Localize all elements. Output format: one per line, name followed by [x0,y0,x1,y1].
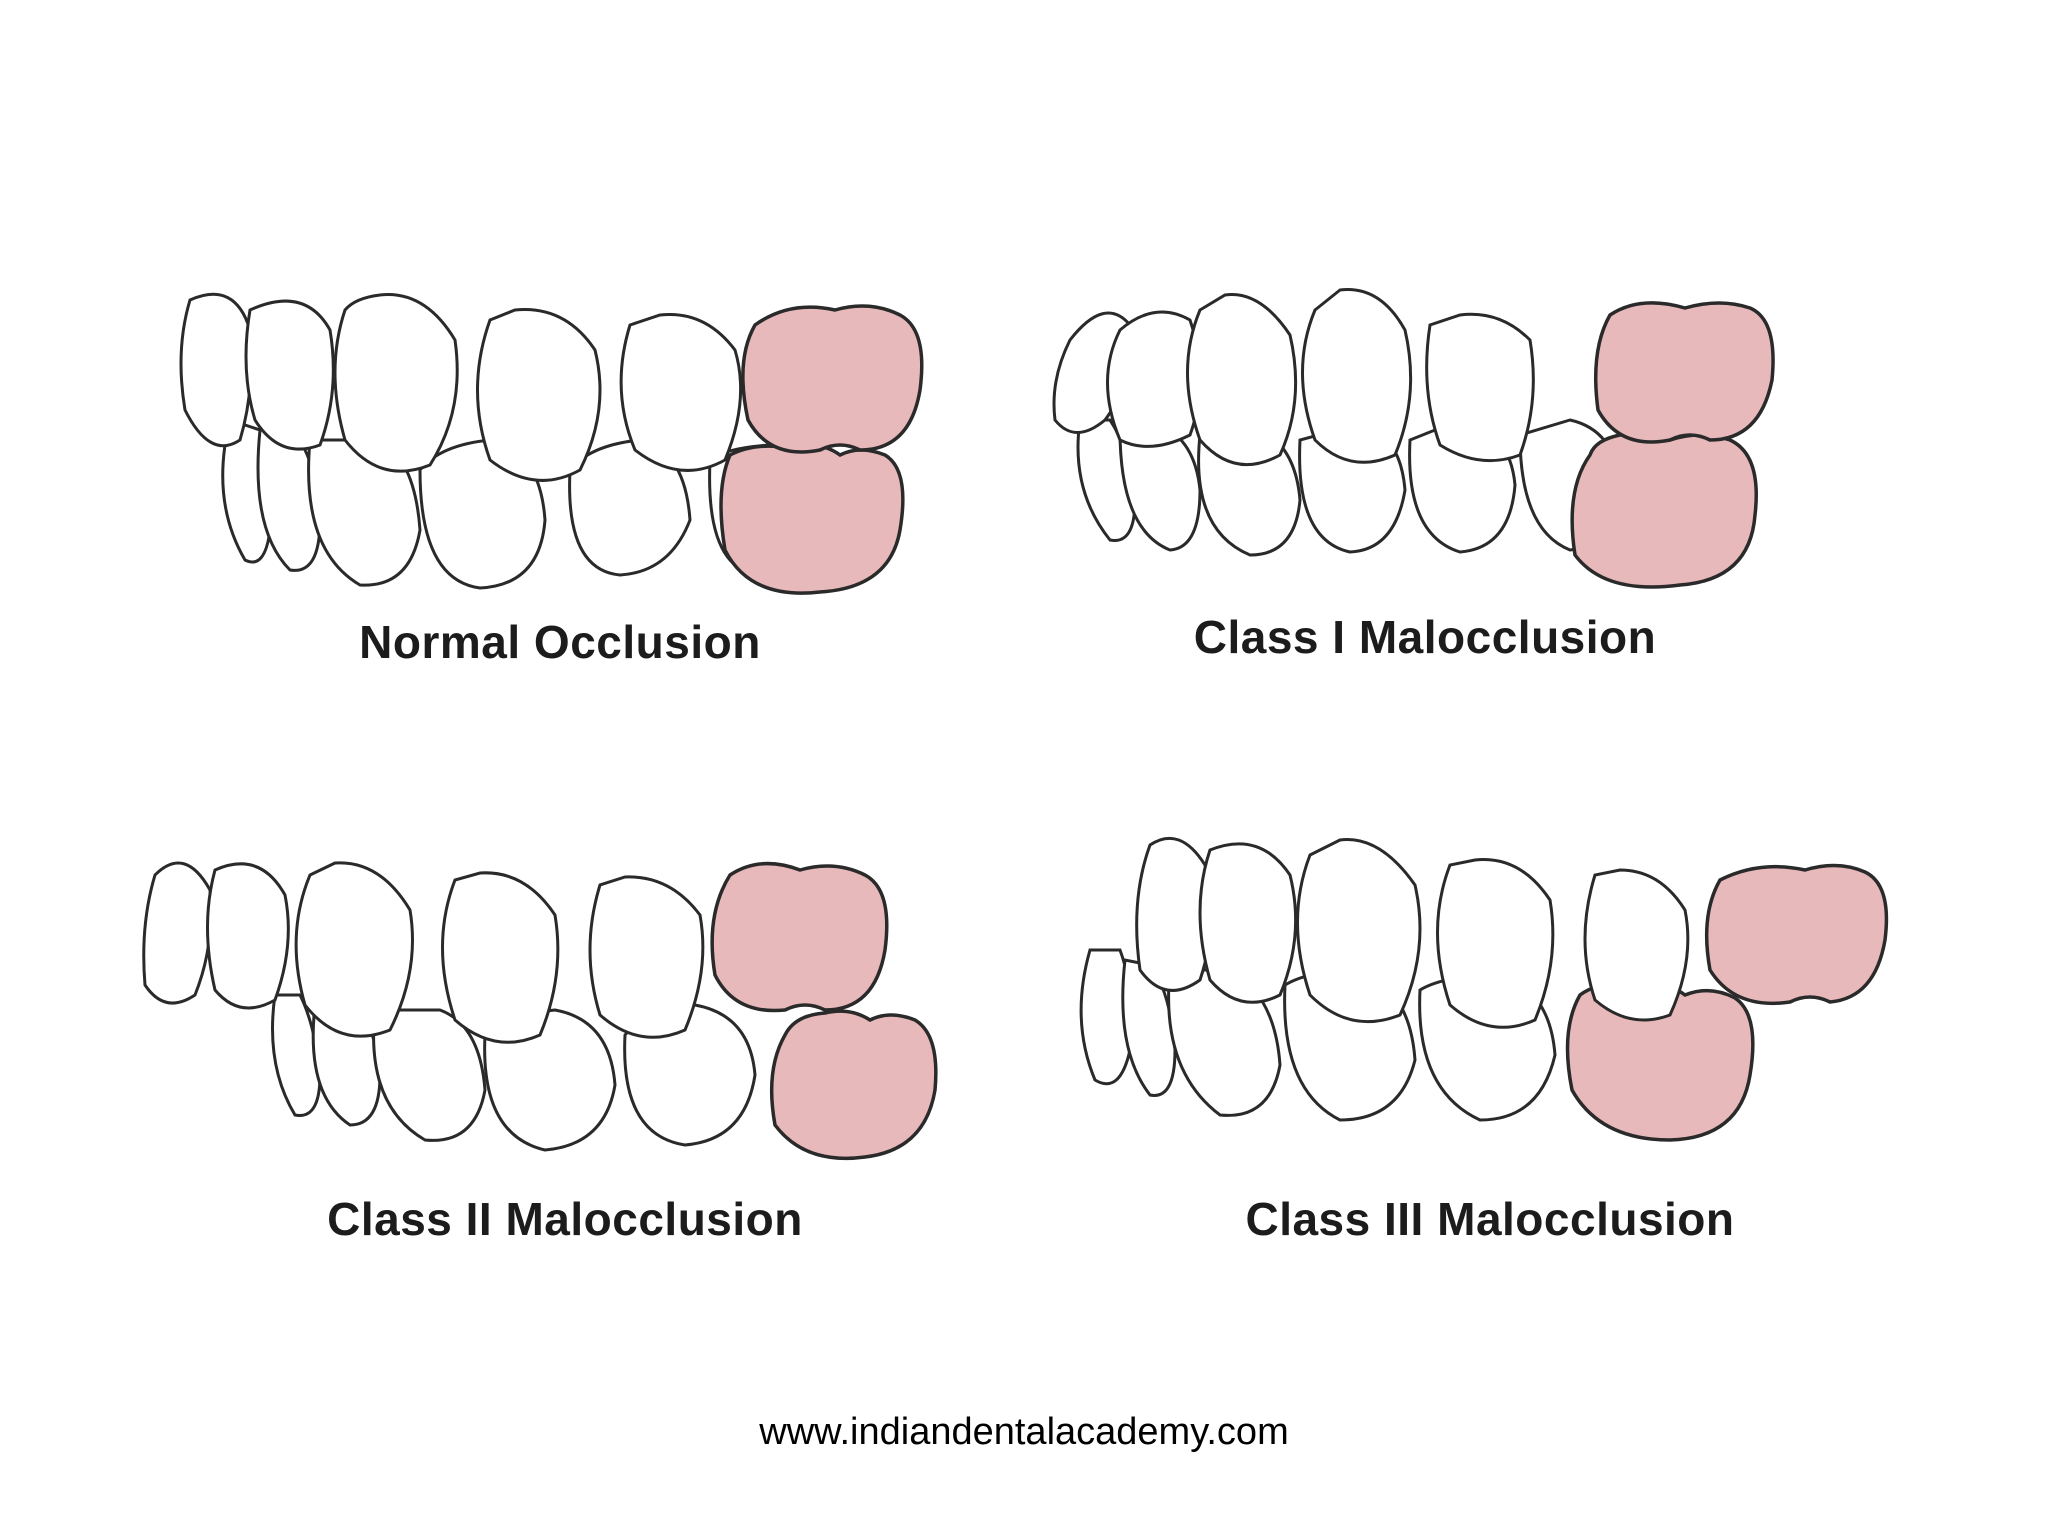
upper-tooth [294,861,414,1038]
normal-occlusion-panel: Normal Occlusion [170,270,950,670]
panel-caption: Normal Occlusion [359,616,761,668]
lower-tooth [1118,423,1202,552]
lower-molar [719,443,905,595]
lower-tooth [1121,958,1177,1097]
lower-tooth [568,438,692,577]
upper-tooth [1135,836,1213,992]
class-2-malocclusion-panel: Class II Malocclusion [135,835,995,1255]
upper-tooth [1425,312,1535,463]
upper-tooth [333,293,459,473]
class-1-malocclusion-panel: Class I Malocclusion [1050,270,1800,670]
upper-tooth [476,308,602,482]
upper-molar [710,861,889,1013]
upper-molar [1593,301,1775,444]
class-1-malocclusion-diagram [1052,288,1775,589]
upper-tooth [1583,868,1690,1022]
upper-tooth [244,299,335,451]
upper-molar [1704,863,1889,1006]
upper-tooth [588,875,705,1039]
upper-tooth [1301,288,1413,464]
upper-tooth [1436,858,1555,1029]
footer-url[interactable]: www.indiandentalacademy.com [759,1411,1289,1453]
lower-tooth [418,438,547,590]
class-2-malocclusion-diagram [142,861,938,1161]
panel-caption: Class I Malocclusion [1193,611,1657,663]
upper-tooth [1106,310,1202,448]
upper-molar [741,304,924,454]
panel-caption: Class III Malocclusion [1245,1193,1735,1245]
upper-tooth [206,862,290,1010]
class-3-malocclusion-panel: Class III Malocclusion [1060,820,1920,1260]
upper-tooth [619,312,743,472]
lower-molar [769,1009,938,1161]
upper-tooth [142,861,213,1005]
lower-molar [1570,431,1758,589]
class-3-malocclusion-diagram [1079,836,1889,1142]
lower-tooth [271,993,322,1117]
upper-tooth [1296,838,1422,1024]
upper-tooth [441,871,560,1044]
upper-tooth [1198,842,1298,1004]
lower-tooth [372,1008,487,1142]
normal-occlusion-diagram [179,292,924,595]
upper-tooth [179,292,253,448]
panel-caption: Class II Malocclusion [327,1193,803,1245]
upper-tooth [1186,293,1298,467]
